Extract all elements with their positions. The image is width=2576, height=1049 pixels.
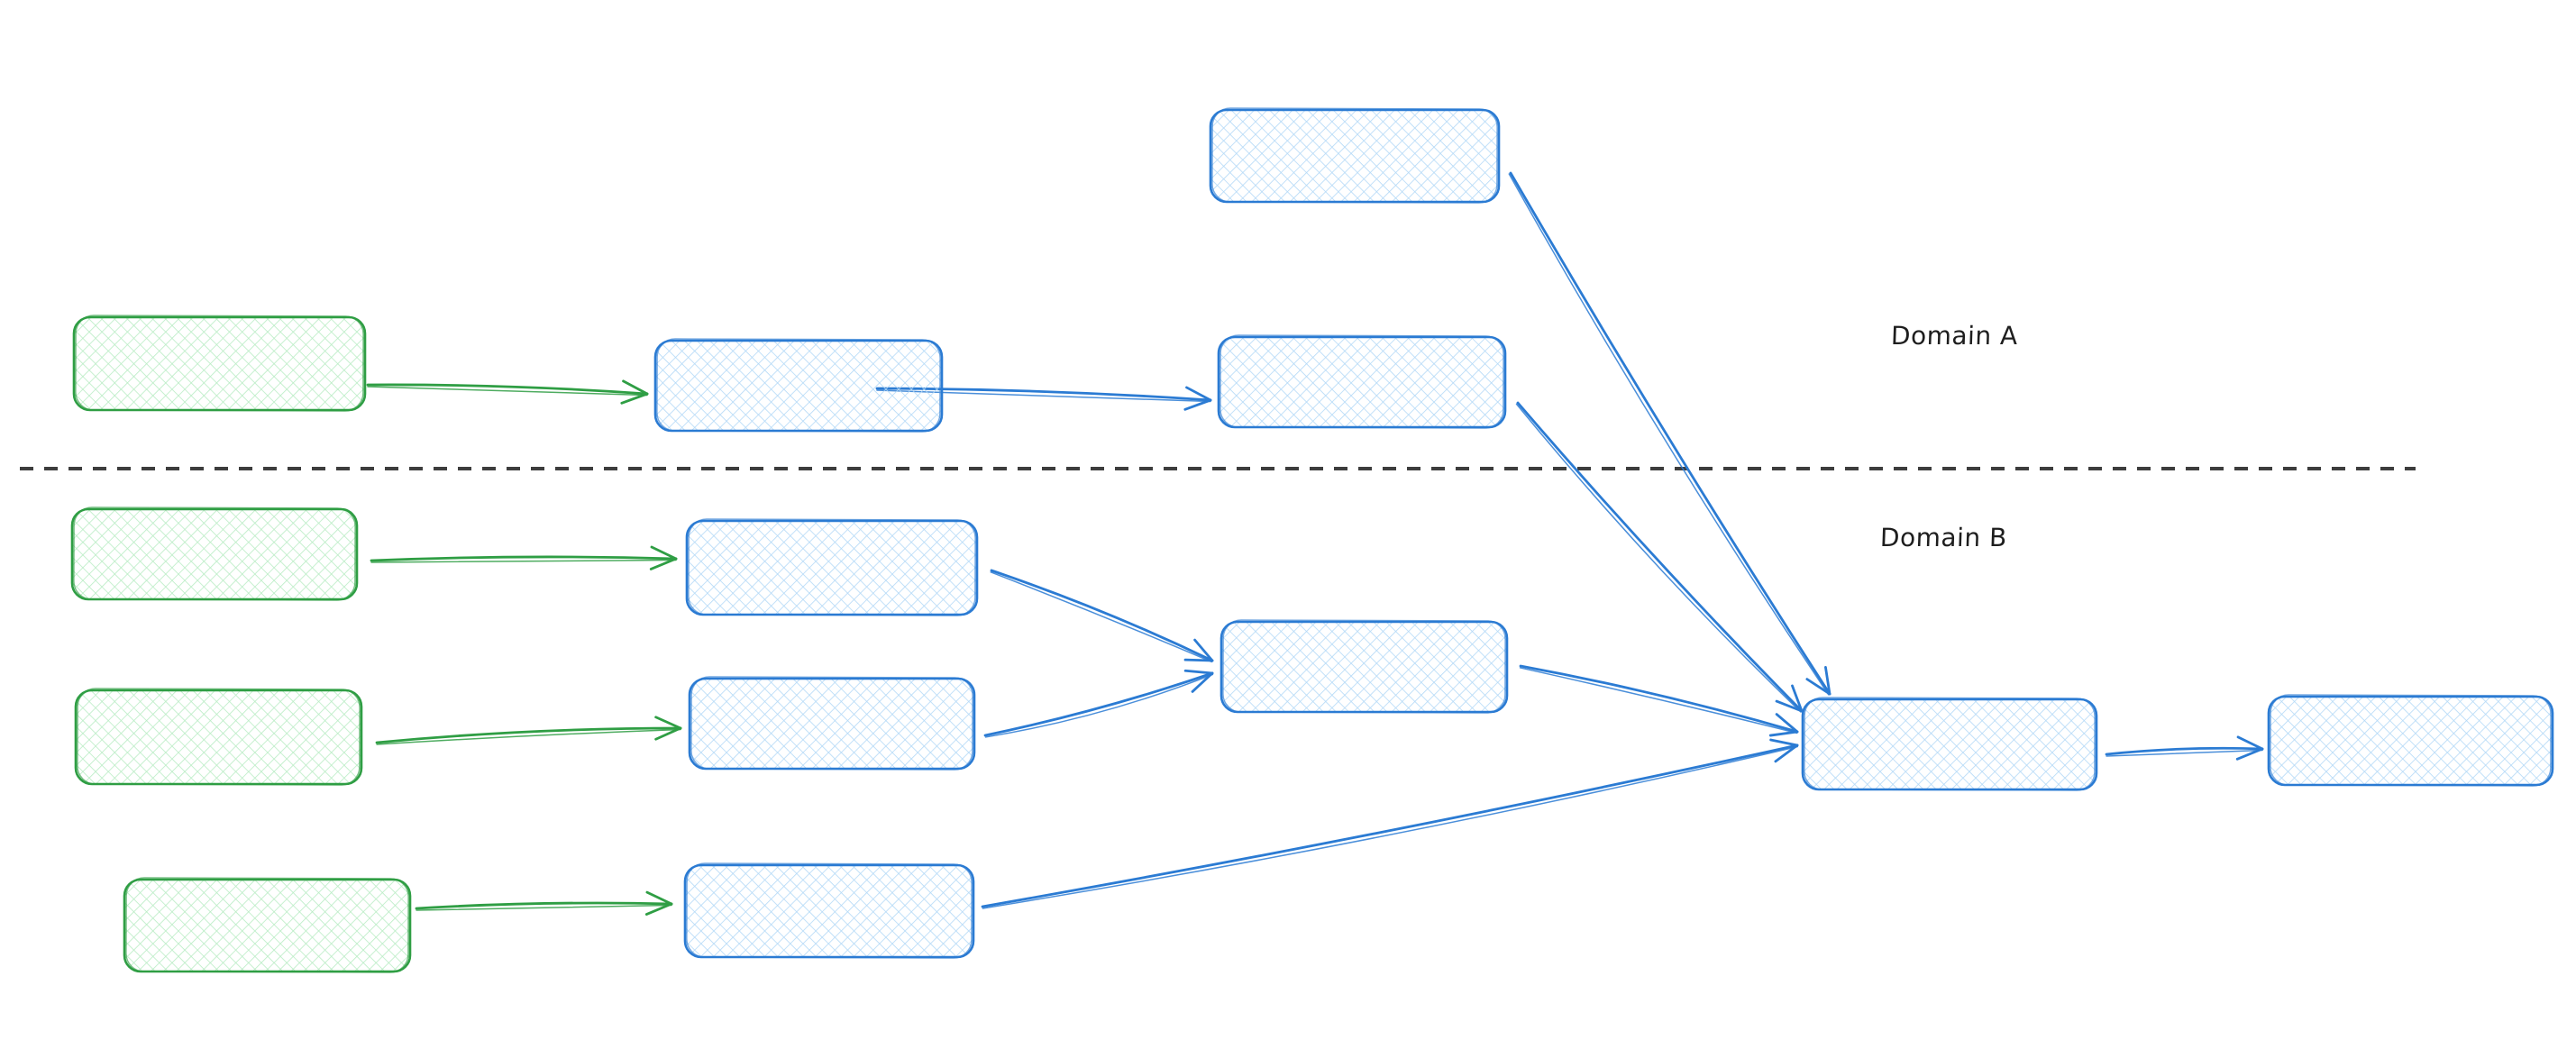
arrow-domain-b-merge-to-merge-sink[interactable]	[1519, 664, 1799, 737]
arrow-domain-a-stage-2-to-merge-sink[interactable]	[1515, 401, 1804, 713]
node-domain-b-stage-3[interactable]	[683, 862, 975, 959]
node-domain-b-source-2[interactable]	[74, 688, 363, 786]
node-output[interactable]	[2267, 694, 2554, 787]
node-domain-b-merge[interactable]	[1219, 619, 1509, 714]
arrow-merge-sink-to-output[interactable]	[2105, 735, 2264, 761]
domain-a-label[interactable]: Domain A	[1890, 321, 2019, 351]
arrow-domain-a-top-to-merge-sink[interactable]	[1508, 171, 1832, 696]
node-domain-b-source-3[interactable]	[123, 877, 412, 973]
arrow-domain-b-source-2-to-domain-b-stage-2[interactable]	[375, 716, 682, 745]
arrow-domain-a-source-to-domain-a-stage-1[interactable]	[366, 379, 649, 405]
node-domain-b-stage-1[interactable]	[685, 518, 979, 616]
arrow-domain-b-stage-1-to-domain-b-merge[interactable]	[990, 569, 1214, 663]
arrow-domain-b-source-1-to-domain-b-stage-1[interactable]	[370, 545, 678, 570]
node-domain-a-stage-1[interactable]	[653, 338, 944, 433]
arrow-domain-b-stage-2-to-domain-b-merge[interactable]	[983, 669, 1214, 738]
domain-b-label[interactable]: Domain B	[1879, 523, 2008, 552]
node-merge-sink[interactable]	[1801, 697, 2098, 791]
node-domain-b-source-1[interactable]	[70, 506, 359, 601]
node-domain-a-top[interactable]	[1209, 107, 1501, 204]
node-domain-a-source[interactable]	[72, 315, 367, 412]
node-domain-a-stage-2[interactable]	[1217, 334, 1507, 429]
arrow-domain-b-stage-3-to-merge-sink[interactable]	[981, 738, 1799, 909]
arrow-domain-b-source-3-to-domain-b-stage-3[interactable]	[415, 890, 673, 916]
node-domain-b-stage-2[interactable]	[688, 676, 976, 771]
